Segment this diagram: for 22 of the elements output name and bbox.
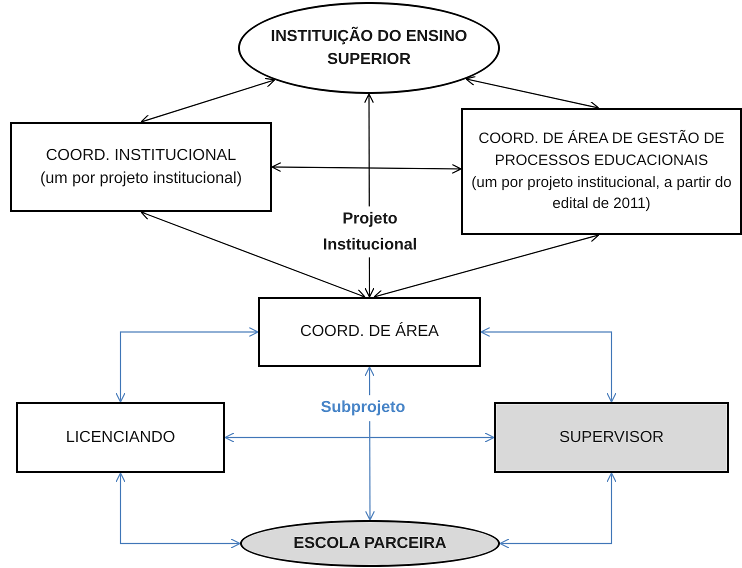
arrow [115, 326, 259, 403]
arrow [499, 472, 617, 549]
arrow [115, 472, 241, 549]
node-title: SUPERVISOR [559, 428, 664, 448]
node-title: COORD. INSTITUCIONAL [46, 146, 236, 166]
node-note: (um por projeto institucional) [40, 169, 242, 189]
process-box [10, 122, 272, 212]
node-title: COORD. DE ÁREA DE GESTÃO DE PROCESSOS EDUCACIONAIS [478, 128, 726, 171]
node-title: INSTITUIÇÃO DO ENSINO SUPERIOR [270, 26, 468, 70]
process-box [461, 108, 742, 235]
arrow [271, 162, 462, 174]
node-title: ESCOLA PARCEIRA [294, 534, 446, 554]
node-title: COORD. DE ÁREA [300, 321, 439, 342]
arrow [224, 432, 495, 443]
arrow [140, 210, 366, 299]
process-box [494, 402, 729, 473]
node-note: (um por projeto institucional, a partir do edital de 2011) [470, 172, 733, 214]
arrow [140, 78, 276, 124]
process-box [258, 297, 481, 367]
node-title: LICENCIANDO [66, 428, 176, 448]
process-box [16, 402, 225, 473]
arrow [480, 326, 617, 403]
